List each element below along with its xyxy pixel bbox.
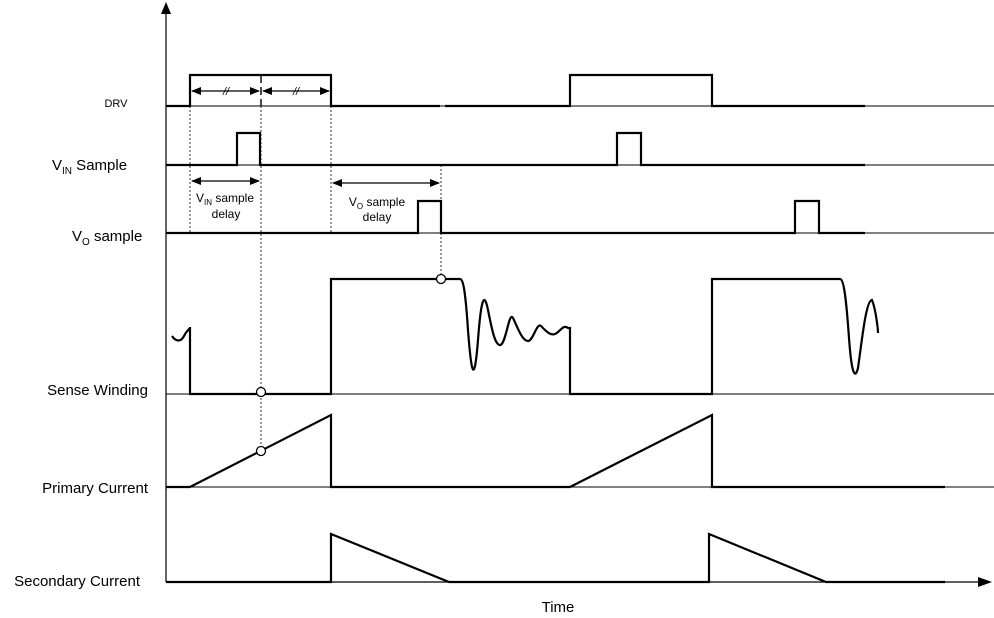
baselines xyxy=(166,105,994,488)
secondary-current-waveform xyxy=(166,532,945,584)
x-axis-label: Time xyxy=(542,599,575,616)
sense-winding-prefix xyxy=(171,327,191,342)
vin-sample-label: VIN Sample xyxy=(52,157,127,177)
vin-sample-waveform xyxy=(166,131,865,167)
vo-sample-waveform xyxy=(166,199,865,235)
sense-winding-label: Sense Winding xyxy=(47,382,148,399)
primary-current-label: Primary Current xyxy=(42,480,149,497)
y-axis-arrow xyxy=(161,2,171,14)
sample-point-vo xyxy=(435,273,447,285)
vin-delay-label-line2: delay xyxy=(212,207,241,221)
sample-point-sense xyxy=(255,386,267,398)
primary-current-waveform xyxy=(166,413,945,489)
x-axis-arrow xyxy=(978,577,992,587)
secondary-current-label: Secondary Current xyxy=(14,573,141,590)
vo-delay-label-line2: delay xyxy=(363,210,392,224)
sense-winding-waveform xyxy=(188,277,880,396)
vin-delay-label: VIN sample xyxy=(196,191,254,207)
sample-point-primary xyxy=(255,445,267,457)
half-period-mark-1: // xyxy=(222,86,230,98)
vo-delay-label: VO sample xyxy=(349,195,406,211)
drv-label: DRV xyxy=(104,98,128,110)
vo-sample-label: VO sample xyxy=(72,228,142,248)
half-period-mark-2: // xyxy=(292,86,300,98)
